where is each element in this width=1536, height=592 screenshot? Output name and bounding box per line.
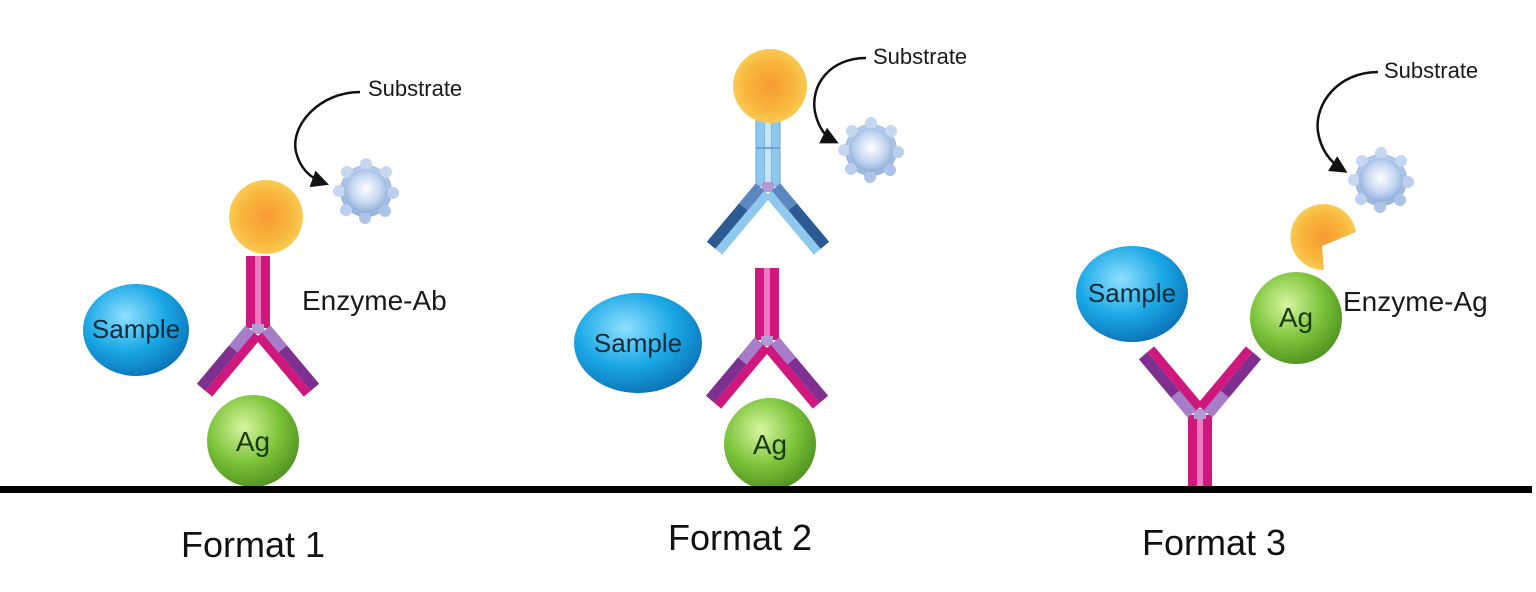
- format-1-title: Format 1: [181, 524, 325, 565]
- format-2-title: Format 2: [668, 517, 812, 558]
- format-3-enzyme-antigen: Ag: [1250, 204, 1356, 364]
- format-1-sample: Sample: [83, 284, 189, 376]
- format-3-substrate-label: Substrate: [1384, 58, 1478, 83]
- format-3-sample-label: Sample: [1088, 278, 1176, 308]
- format-3-group: Sample Ag Enzyme-Ag Substrate Format 3: [1076, 58, 1488, 563]
- format-1-antigen-label: Ag: [236, 426, 270, 457]
- format-1-antigen: Ag: [207, 395, 299, 487]
- format-2-sample-label: Sample: [594, 328, 682, 358]
- format-2-substrate: [838, 117, 904, 183]
- format-1-sample-label: Sample: [92, 314, 180, 344]
- format-1-enzyme-ab-label: Enzyme-Ab: [302, 285, 447, 316]
- format-1-group: Ag Sample Enzyme-Ab Substrate Format 1: [83, 76, 462, 565]
- format-3-enzyme: [1290, 204, 1356, 271]
- format-1-substrate: [333, 158, 399, 224]
- surface-line: [0, 486, 1532, 493]
- format-2-enzyme: [733, 49, 807, 123]
- format-2-group: Ag Sample Substrate Format 2: [574, 44, 967, 558]
- format-3-antigen-label: Ag: [1279, 302, 1313, 333]
- format-2-substrate-label: Substrate: [873, 44, 967, 69]
- format-3-substrate: [1348, 147, 1414, 213]
- format-2-arrow: [812, 56, 867, 144]
- format-3-title: Format 3: [1142, 522, 1286, 563]
- format-2-sample: Sample: [574, 293, 702, 393]
- format-3-capture-antibody: [1138, 346, 1262, 487]
- format-1-substrate-label: Substrate: [368, 76, 462, 101]
- format-2-antigen-label: Ag: [753, 429, 787, 460]
- format-1-arrow: [293, 90, 361, 188]
- format-1-enzyme-antibody: [196, 256, 320, 397]
- format-3-sample: Sample: [1076, 246, 1188, 342]
- format-2-antigen: Ag: [724, 398, 816, 490]
- format-2-primary-antibody: [705, 268, 829, 409]
- format-2-secondary-antibody: [705, 113, 831, 256]
- format-3-enzyme-ag-label: Enzyme-Ag: [1343, 286, 1488, 317]
- format-3-arrow: [1316, 70, 1379, 173]
- format-1-enzyme: [229, 180, 303, 254]
